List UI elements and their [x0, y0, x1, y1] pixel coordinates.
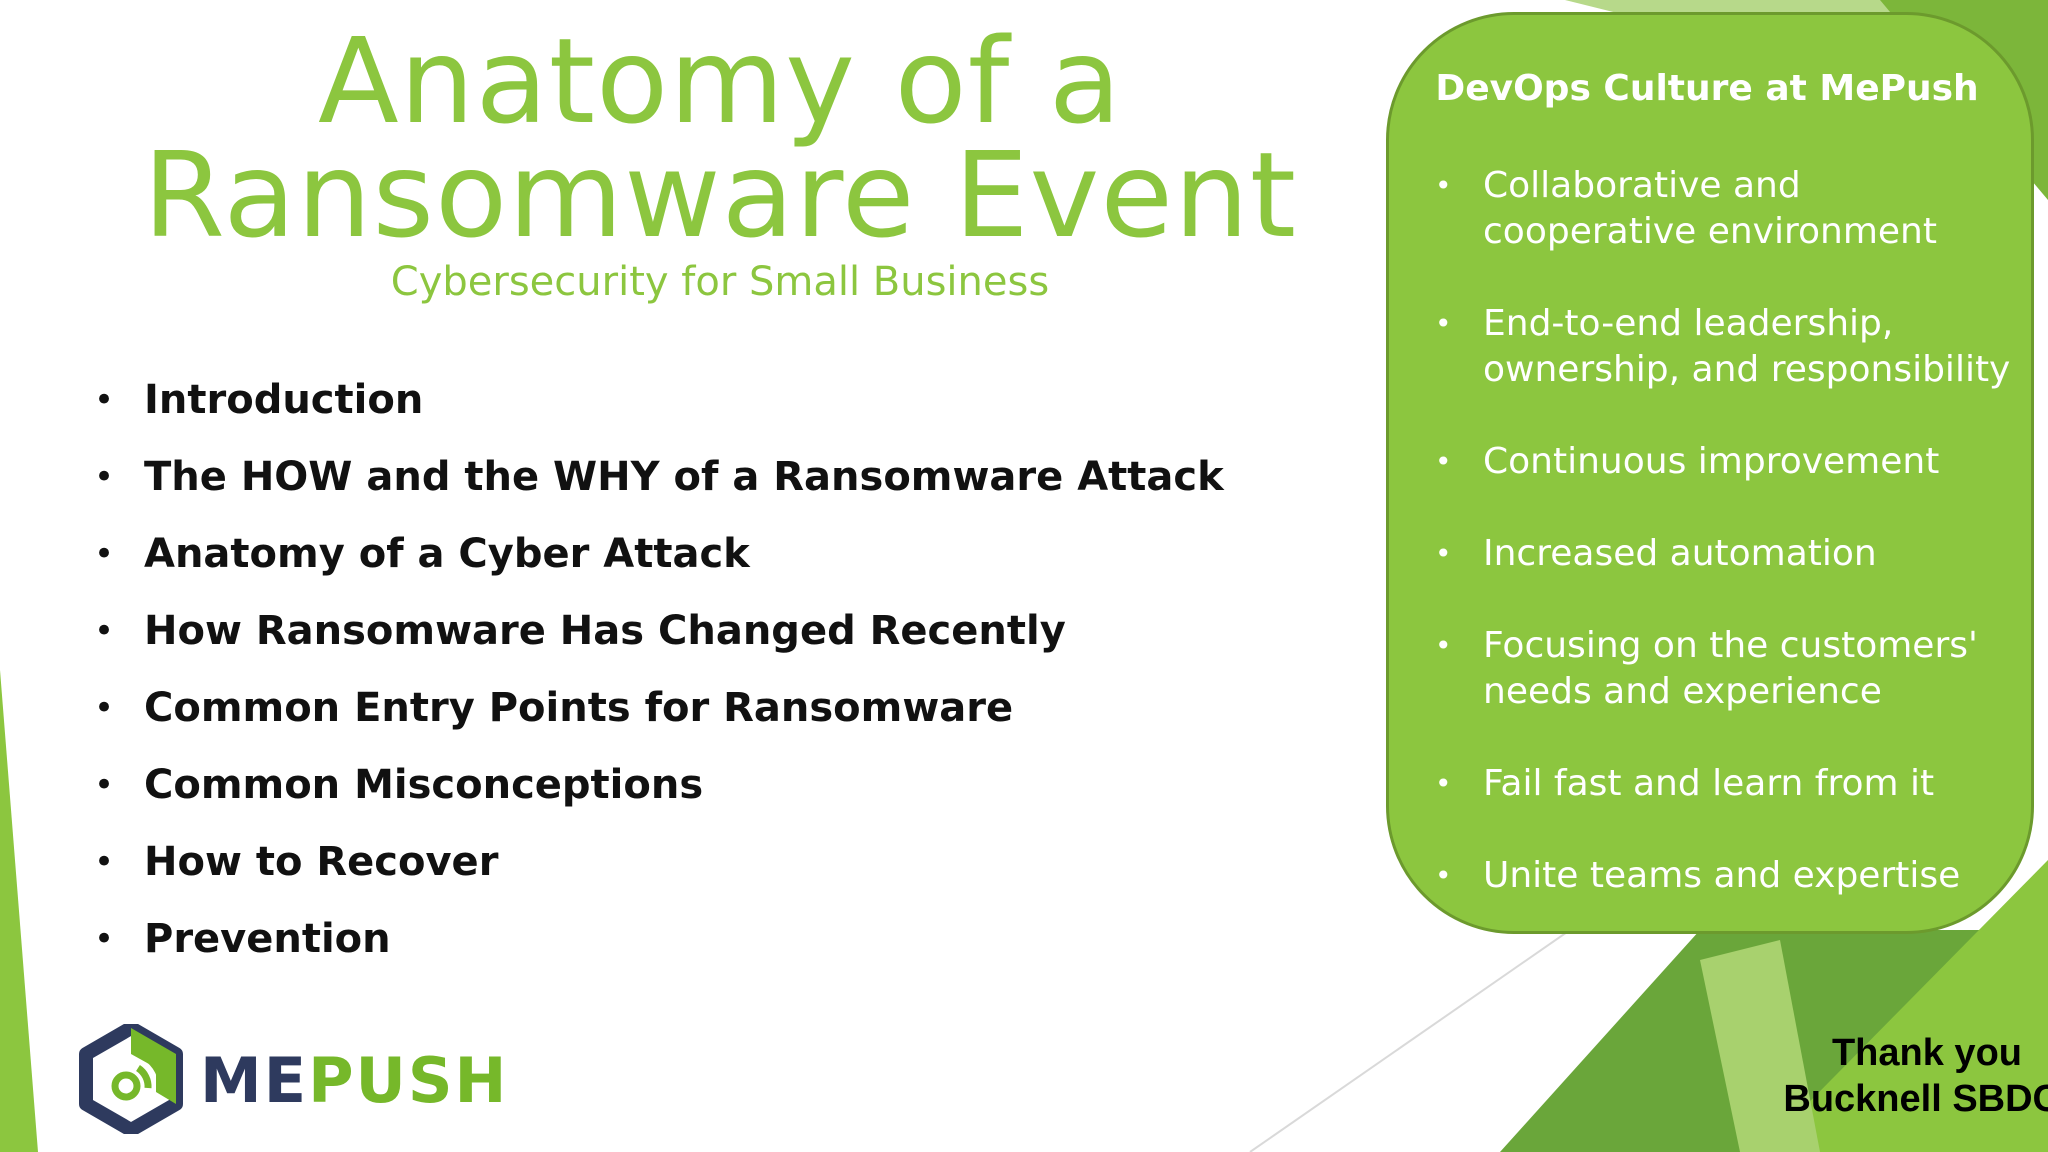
panel-list-item: • Fail fast and learn from it [1435, 761, 2025, 807]
agenda-item-text: Anatomy of a Cyber Attack [144, 531, 750, 577]
agenda-item-text: The HOW and the WHY of a Ransomware Atta… [144, 454, 1224, 500]
logo-text-me: ME [200, 1044, 309, 1117]
agenda-item-text: Prevention [144, 916, 391, 962]
bullet-icon: • [1435, 445, 1452, 478]
panel-item-line: Collaborative and [1483, 165, 1801, 206]
panel-item-line: Increased automation [1483, 533, 1877, 574]
agenda-item: • The HOW and the WHY of a Ransomware Att… [94, 447, 1224, 524]
bullet-icon: • [94, 457, 115, 497]
bullet-icon: • [94, 688, 115, 728]
agenda-item: • Prevention [94, 909, 1224, 986]
agenda-item-text: Introduction [144, 377, 424, 423]
slide-title: Anatomy of a Ransomware Event [120, 12, 1320, 264]
bullet-icon: • [94, 765, 115, 805]
bullet-icon: • [94, 534, 115, 574]
agenda-item: • Anatomy of a Cyber Attack [94, 524, 1224, 601]
agenda-item-text: Common Entry Points for Ransomware [144, 685, 1014, 731]
bottom-right-light-band [1700, 940, 1820, 1152]
panel-list: • Collaborative and cooperative environmen… [1435, 163, 2025, 945]
bullet-icon: • [94, 842, 115, 882]
agenda-item: • Common Entry Points for Ransomware [94, 678, 1224, 755]
agenda-item-text: Common Misconceptions [144, 762, 704, 808]
logo-text-push: PUSH [308, 1044, 509, 1117]
panel-item-line: ownership, and responsibility [1483, 349, 2011, 390]
thank-you-line-2: Bucknell SBDC [1783, 1078, 2048, 1120]
mepush-logo: MEPUSH [76, 1024, 536, 1134]
agenda-item-text: How Ransomware Has Changed Recently [144, 608, 1066, 654]
bullet-icon: • [1435, 537, 1452, 570]
slide-title-line-2: Ransomware Event [143, 126, 1297, 264]
agenda-item: • Introduction [94, 370, 1224, 447]
panel-item-line: needs and experience [1483, 671, 1882, 712]
logo-wordmark: MEPUSH [200, 1046, 508, 1116]
bullet-icon: • [94, 380, 115, 420]
panel-list-item: • Focusing on the customers' needs and exp… [1435, 623, 2025, 715]
panel-title: DevOps Culture at MePush [1435, 68, 1979, 109]
devops-culture-panel: DevOps Culture at MePush • Collaborative … [1386, 12, 2034, 934]
bullet-icon: • [1435, 629, 1452, 662]
panel-list-item: • Continuous improvement [1435, 439, 2025, 485]
bottom-diagonal-line [1249, 929, 1571, 1152]
bullet-icon: • [1435, 859, 1452, 892]
panel-item-line: Fail fast and learn from it [1483, 763, 1935, 804]
panel-item-line: Focusing on the customers' [1483, 625, 1978, 666]
panel-list-item: • Increased automation [1435, 531, 2025, 577]
panel-list-item: • Unite teams and expertise [1435, 853, 2025, 899]
panel-item-line: Unite teams and expertise [1483, 855, 1961, 896]
panel-item-line: End-to-end leadership, [1483, 303, 1894, 344]
agenda-item: • How to Recover [94, 832, 1224, 909]
bullet-icon: • [1435, 169, 1452, 202]
bullet-icon: • [1435, 767, 1452, 800]
agenda-item: • Common Misconceptions [94, 755, 1224, 832]
bullet-icon: • [94, 919, 115, 959]
panel-item-line: Continuous improvement [1483, 441, 1940, 482]
agenda-item: • How Ransomware Has Changed Recently [94, 601, 1224, 678]
panel-item-line: cooperative environment [1483, 211, 1937, 252]
agenda-list: • Introduction • The HOW and the WHY of a … [94, 370, 1224, 986]
bottom-right-bright-triangle [1760, 860, 2048, 1152]
slide-title-line-1: Anatomy of a [317, 12, 1123, 150]
bullet-icon: • [1435, 307, 1452, 340]
thank-you-note: Thank you Bucknell SBDC [1760, 1030, 2048, 1122]
thank-you-line-1: Thank you [1831, 1032, 2022, 1074]
left-green-triangle [0, 670, 38, 1152]
agenda-item-text: How to Recover [144, 839, 499, 885]
mepush-hexagon-logo-icon [79, 1024, 183, 1134]
panel-list-item: • Collaborative and cooperative environmen… [1435, 163, 2025, 255]
panel-list-item: • End-to-end leadership, ownership, and re… [1435, 301, 2025, 393]
slide-subtitle: Cybersecurity for Small Business [390, 259, 1050, 305]
bullet-icon: • [94, 611, 115, 651]
